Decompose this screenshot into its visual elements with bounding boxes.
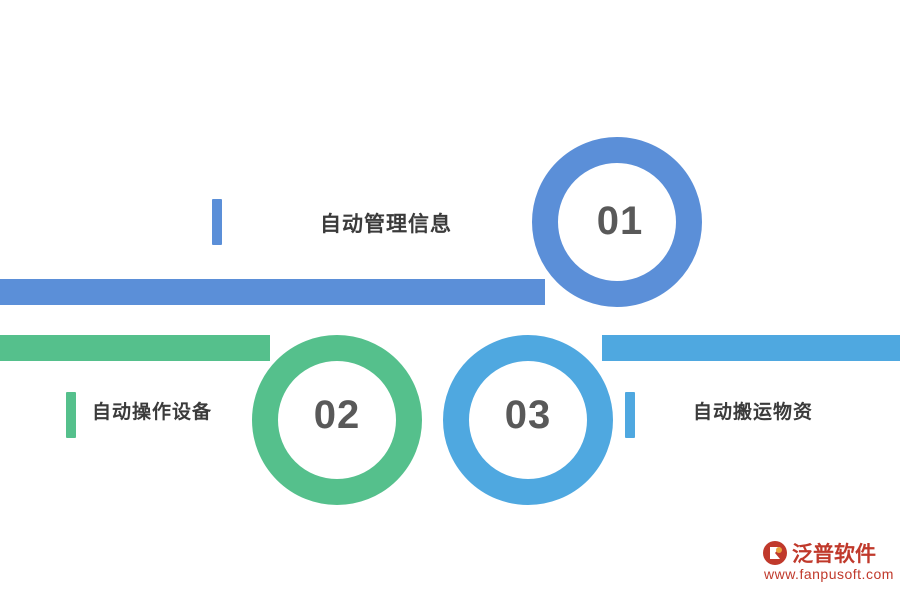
step-number-01: 01 (596, 199, 644, 243)
watermark: 泛普软件 www.fanpusoft.com (762, 538, 894, 590)
step-label-01: 自动管理信息 (320, 213, 452, 236)
vertical-bar-icon-02 (66, 392, 76, 438)
circle-ring-03 (443, 335, 613, 505)
step-number-03: 03 (504, 393, 552, 437)
step-label-02: 自动操作设备 (92, 402, 213, 423)
vertical-bar-icon-01 (212, 199, 222, 245)
watermark-url: www.fanpusoft.com (764, 566, 894, 582)
circle-ring-01 (532, 137, 702, 307)
step-number-02: 02 (313, 393, 361, 437)
step-label-03: 自动搬运物资 (693, 402, 814, 423)
watermark-title: 泛普软件 (792, 543, 876, 566)
fanpu-logo-icon (763, 541, 787, 565)
circle-ring-02 (252, 335, 422, 505)
vertical-bar-icon-03 (625, 392, 635, 438)
